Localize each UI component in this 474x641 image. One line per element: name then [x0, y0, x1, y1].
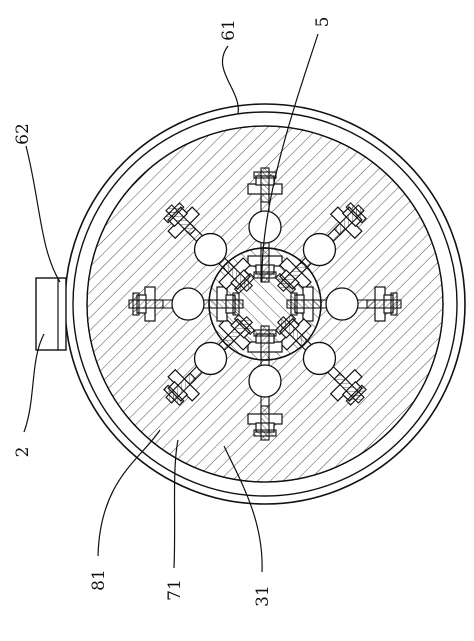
- label-2: 2: [13, 447, 33, 458]
- side-bracket: [35, 277, 67, 351]
- label-61: 61: [219, 19, 239, 41]
- clamp-assembly: [248, 168, 282, 282]
- label-5: 5: [313, 17, 333, 28]
- label-62: 62: [13, 123, 33, 145]
- clamp-assembly: [129, 287, 243, 321]
- part-labels: 61 5 62 2 81 71 31: [13, 17, 333, 607]
- label-81: 81: [89, 569, 109, 591]
- label-31: 31: [253, 585, 273, 607]
- clamp-assembly: [287, 287, 401, 321]
- label-71: 71: [165, 579, 185, 601]
- clamp-assembly: [248, 326, 282, 440]
- leader-lines: [23, 33, 319, 573]
